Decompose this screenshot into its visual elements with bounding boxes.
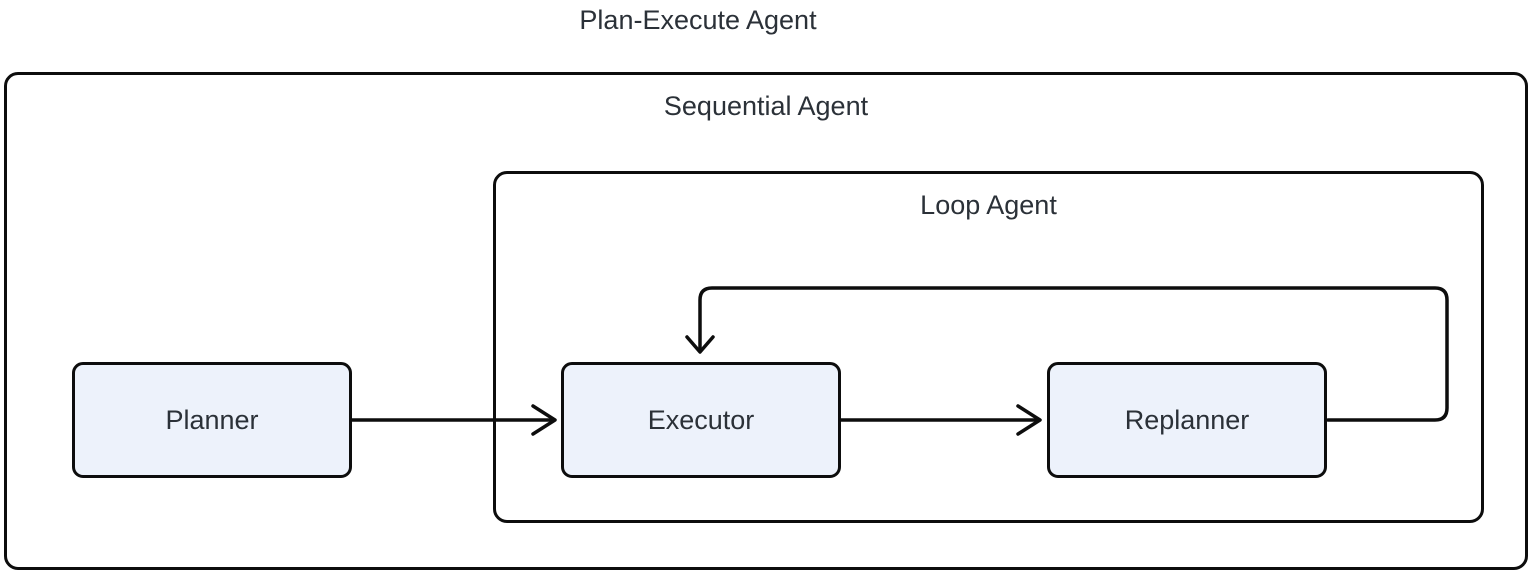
node-planner-label: Planner	[165, 404, 259, 435]
diagram-title: Plan-Execute Agent	[579, 5, 817, 35]
node-replanner-label: Replanner	[1124, 404, 1250, 435]
loop-agent-label: Loop Agent	[920, 190, 1057, 220]
loop-agent-container: Loop Agent	[493, 171, 1484, 523]
node-executor-label: Executor	[647, 404, 755, 435]
sequential-agent-container: Sequential Agent	[4, 72, 1528, 570]
node-planner: Planner	[72, 362, 352, 478]
node-executor: Executor	[561, 362, 841, 478]
node-replanner: Replanner	[1047, 362, 1327, 478]
sequential-agent-label: Sequential Agent	[663, 91, 869, 121]
